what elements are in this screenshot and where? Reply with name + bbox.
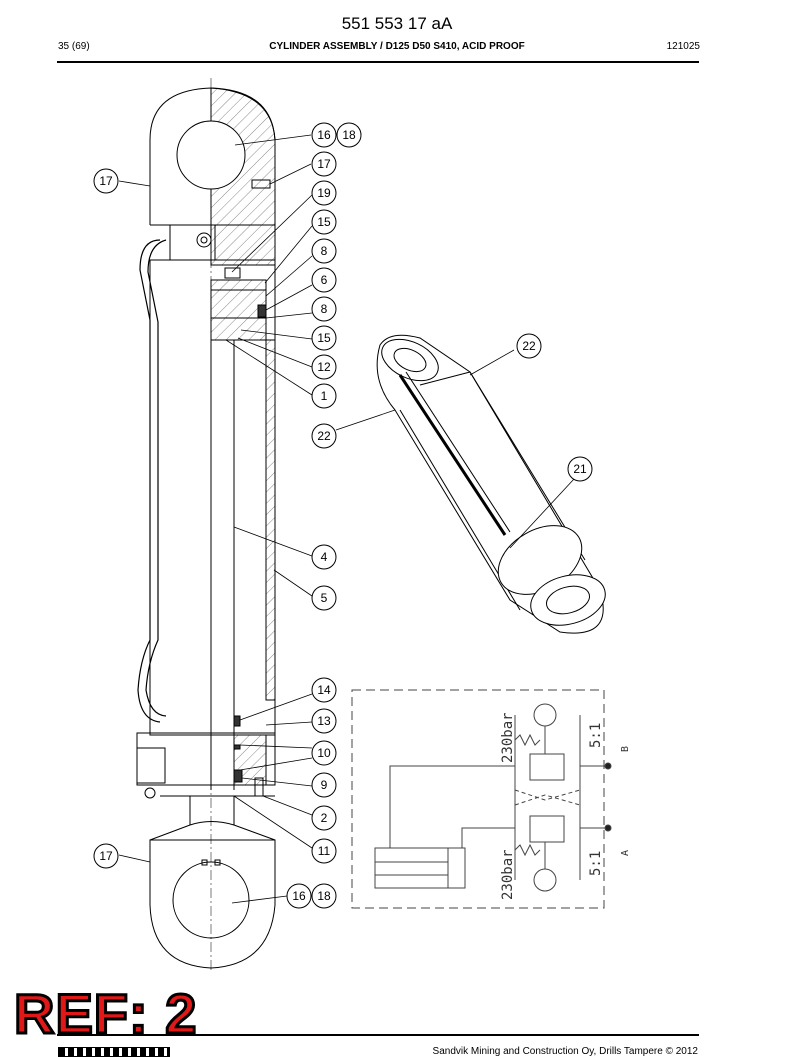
- ratio-label-top: 5:1: [588, 723, 604, 748]
- callout-number: 1: [321, 389, 328, 403]
- callout-number: 19: [317, 186, 331, 200]
- callout-number: 4: [321, 550, 328, 564]
- callout-number: 8: [321, 302, 328, 316]
- cylinder-section-view: [136, 78, 276, 970]
- callout-number: 16: [292, 889, 306, 903]
- callout-number: 15: [317, 331, 331, 345]
- sandvik-logo: [58, 1047, 170, 1057]
- callout-number: 17: [99, 174, 113, 188]
- callout-number: 10: [317, 746, 331, 760]
- footer-rule: [57, 1034, 699, 1036]
- callout-number: 16: [317, 128, 331, 142]
- port-b-label: B: [620, 746, 631, 752]
- callout-number: 18: [317, 889, 331, 903]
- callout-numbers: 16 18 17 17 19 15 8 6 8 15 12 1 22 22 21…: [99, 128, 587, 903]
- callout-number: 6: [321, 273, 328, 287]
- callout-number: 14: [317, 683, 331, 697]
- page-number: 35 (69): [58, 41, 90, 52]
- callout-number: 11: [318, 844, 331, 858]
- callout-number: 8: [321, 244, 328, 258]
- callout-bubbles: [93, 122, 593, 909]
- ref-stamp: REF: 2: [12, 982, 198, 1045]
- callout-number: 2: [321, 811, 328, 825]
- cylinder-isometric-view: [376, 334, 606, 634]
- port-a-label: A: [620, 850, 631, 856]
- leader-lines: [118, 134, 575, 904]
- ratio-label-bottom: 5:1: [588, 851, 604, 876]
- callout-number: 15: [317, 215, 331, 229]
- pressure-label-top: 230bar: [500, 712, 516, 763]
- callout-number: 17: [99, 849, 113, 863]
- hydraulic-schematic: [351, 689, 612, 909]
- pressure-label-bottom: 230bar: [500, 849, 516, 900]
- callout-number: 9: [321, 778, 328, 792]
- callout-number: 21: [573, 462, 587, 476]
- callout-number: 12: [317, 360, 331, 374]
- header-rule: [57, 61, 699, 63]
- callout-number: 22: [317, 429, 331, 443]
- callout-number: 22: [522, 339, 536, 353]
- callout-number: 18: [342, 128, 356, 142]
- callout-number: 5: [321, 591, 328, 605]
- page-title: CYLINDER ASSEMBLY / D125 D50 S410, ACID …: [269, 41, 525, 52]
- date-code: 121025: [666, 41, 700, 52]
- document-number: 551 553 17 aA: [341, 14, 453, 33]
- callout-number: 13: [317, 714, 331, 728]
- callout-number: 17: [317, 157, 331, 171]
- footer-copyright: Sandvik Mining and Construction Oy, Dril…: [432, 1046, 698, 1057]
